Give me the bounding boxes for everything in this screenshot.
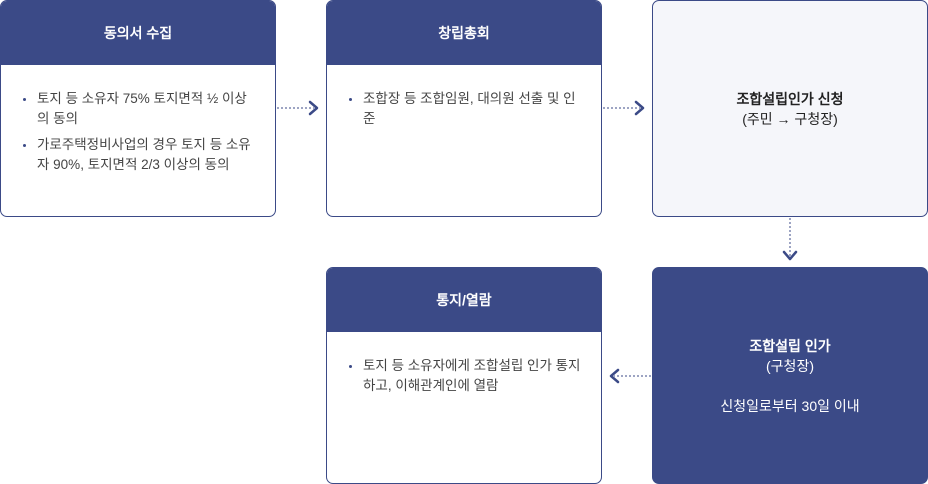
step-notice-title: 통지/열람 [327,268,601,332]
list-item: 가로주택정비사업의 경우 토지 등 소유자 90%, 토지면적 2/3 이상의 … [23,135,259,175]
step-founding-title: 창립총회 [327,1,601,65]
step-consent-title: 동의서 수집 [1,1,275,65]
step-approval-title: 조합설립 인가 [749,337,831,354]
arrow-consent-to-founding [277,100,319,116]
step-consent-card: 동의서 수집 토지 등 소유자 75% 토지면적 ½ 이상의 동의 가로주택정비… [0,0,276,217]
step-approval-note: 신청일로부터 30일 이내 [720,397,860,414]
step-apply-title: 조합설립인가 신청 [736,90,844,107]
step-notice-list: 토지 등 소유자에게 조합설립 인가 통지하고, 이해관계인에 열람 [327,332,601,396]
step-consent-list: 토지 등 소유자 75% 토지면적 ½ 이상의 동의 가로주택정비사업의 경우 … [1,65,275,175]
step-approval-subtitle: (구청장) [766,357,814,374]
arrow-approval-to-notice [609,368,651,384]
step-founding-list: 조합장 등 조합임원, 대의원 선출 및 인준 [327,65,601,129]
step-approval-card: 조합설립 인가 (구청장) 신청일로부터 30일 이내 [652,267,928,484]
step-apply-subtitle: (주민 → 구청장) [742,110,838,127]
list-item: 토지 등 소유자 75% 토지면적 ½ 이상의 동의 [23,89,259,129]
list-item: 토지 등 소유자에게 조합설립 인가 통지하고, 이해관계인에 열람 [349,356,585,396]
step-founding-card: 창립총회 조합장 등 조합임원, 대의원 선출 및 인준 [326,0,602,217]
step-apply-card: 조합설립인가 신청 (주민 → 구청장) [652,0,928,217]
arrow-founding-to-apply [603,100,645,116]
arrow-apply-to-approval [782,218,798,261]
list-item: 조합장 등 조합임원, 대의원 선출 및 인준 [349,89,585,129]
step-notice-card: 통지/열람 토지 등 소유자에게 조합설립 인가 통지하고, 이해관계인에 열람 [326,267,602,484]
